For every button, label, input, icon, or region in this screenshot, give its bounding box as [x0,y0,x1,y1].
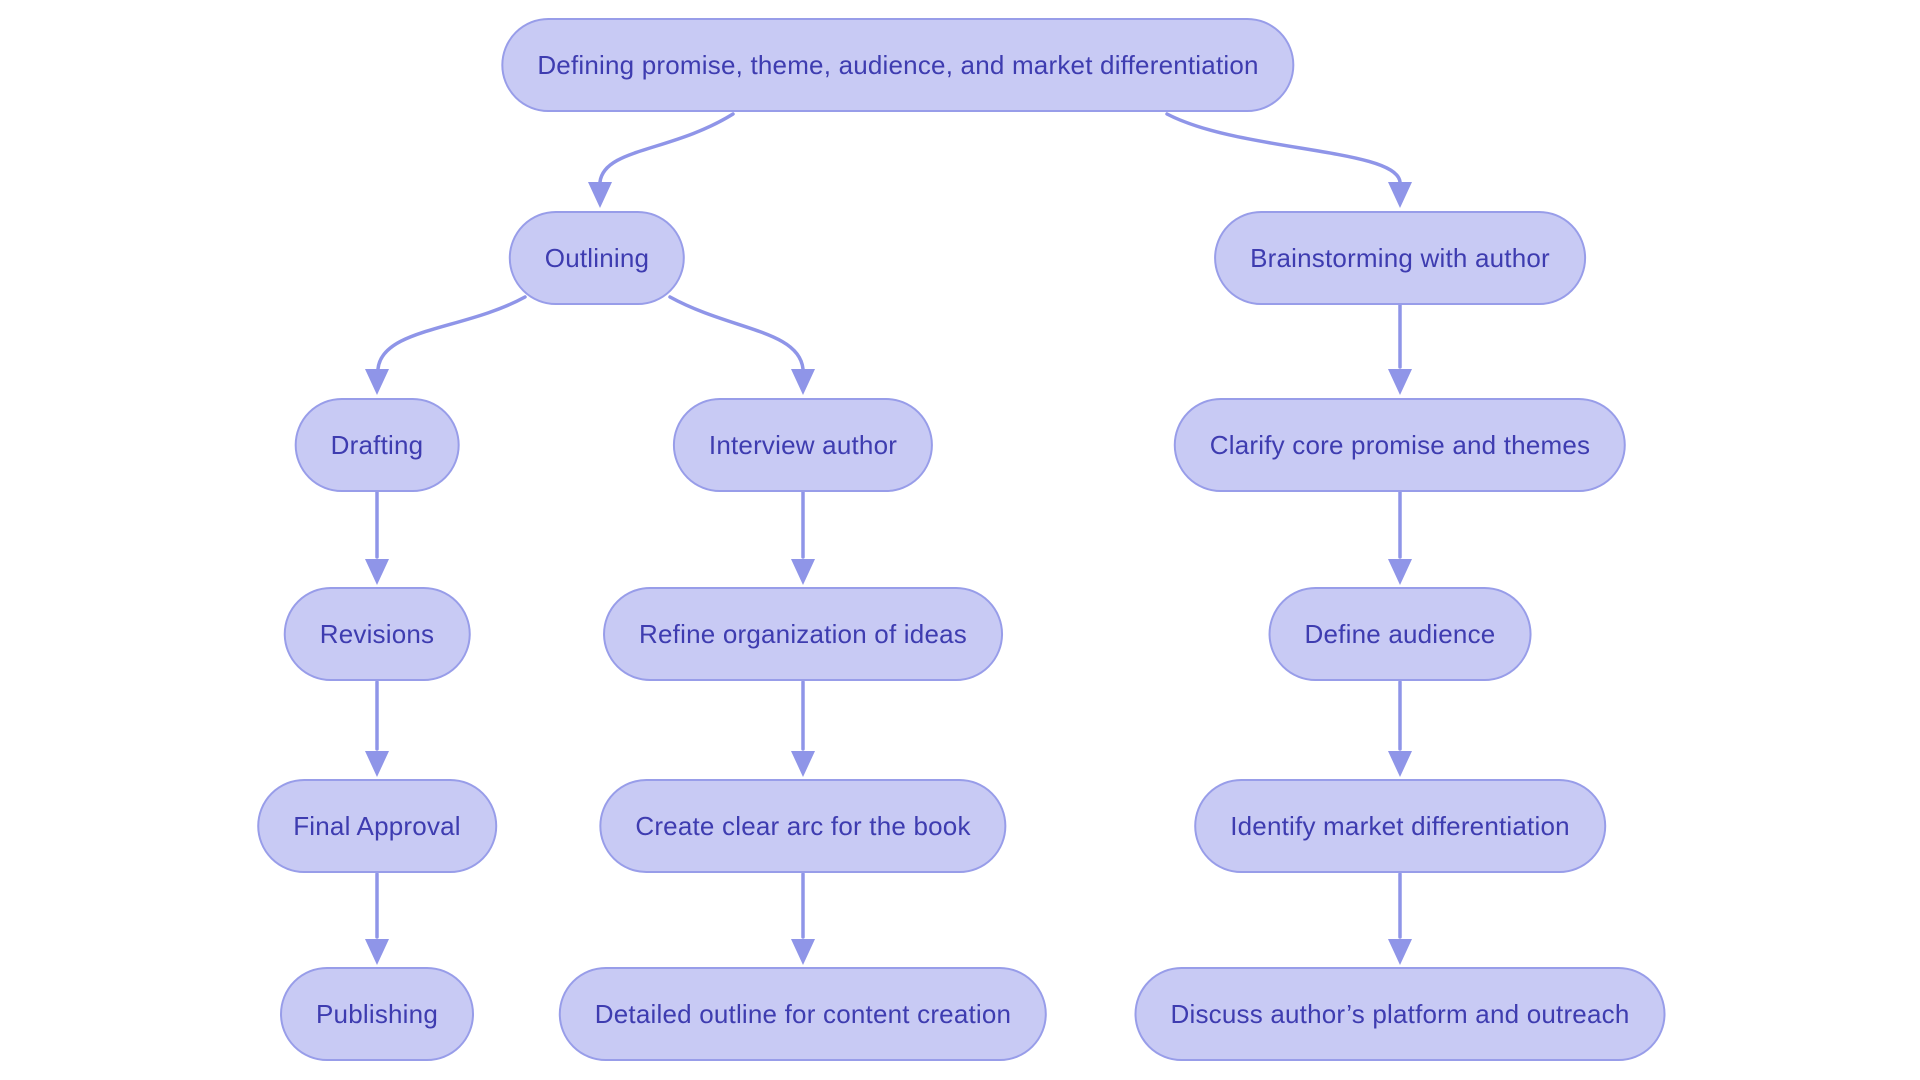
node-final-approval: Final Approval [257,779,497,873]
node-outlining: Outlining [508,211,686,305]
arrowhead-clarify-promise-to-define-audience [1388,559,1412,585]
node-interview-author-label: Interview author [708,429,898,460]
arrowhead-create-arc-to-detailed-outline [791,939,815,965]
edge-final-approval-to-publishing [365,872,389,965]
node-revisions-label: Revisions [319,618,435,649]
edge-clarify-promise-to-define-audience [1388,490,1412,585]
node-root: Defining promise, theme, audience, and m… [501,18,1295,112]
node-detailed-outline-label: Detailed outline for content creation [594,998,1012,1029]
arrowhead-brainstorming-to-clarify-promise [1388,369,1412,395]
node-drafting-label: Drafting [330,429,424,460]
node-refine-organization: Refine organization of ideas [603,587,1003,681]
arrowhead-root-to-brainstorming [1388,182,1412,208]
node-detailed-outline: Detailed outline for content creation [558,967,1048,1061]
arrowhead-outlining-to-drafting [365,369,389,395]
arrowhead-interview-author-to-refine-organization [791,559,815,585]
node-create-arc: Create clear arc for the book [599,779,1007,873]
node-outlining-label: Outlining [544,242,650,273]
edge-define-audience-to-identify-market [1388,680,1412,777]
node-clarify-promise: Clarify core promise and themes [1173,398,1627,492]
arrowhead-drafting-to-revisions [365,559,389,585]
node-brainstorming: Brainstorming with author [1214,211,1586,305]
node-identify-market-label: Identify market differentiation [1230,810,1570,841]
node-final-approval-label: Final Approval [293,810,461,841]
edge-revisions-to-final-approval [365,680,389,777]
node-publishing: Publishing [280,967,474,1061]
edge-root-to-outlining [588,112,735,208]
node-revisions: Revisions [283,587,471,681]
node-brainstorming-label: Brainstorming with author [1250,242,1550,273]
edge-create-arc-to-detailed-outline [791,872,815,965]
node-discuss-platform: Discuss author’s platform and outreach [1134,967,1666,1061]
edge-outlining-to-drafting [365,295,527,395]
arrowhead-root-to-outlining [588,182,612,208]
edge-outlining-to-interview-author [668,295,815,395]
node-publishing-label: Publishing [316,998,438,1029]
node-create-arc-label: Create clear arc for the book [635,810,971,841]
node-define-audience: Define audience [1268,587,1532,681]
node-refine-organization-label: Refine organization of ideas [639,618,967,649]
arrowhead-outlining-to-interview-author [791,369,815,395]
node-discuss-platform-label: Discuss author’s platform and outreach [1170,998,1630,1029]
edge-interview-author-to-refine-organization [791,490,815,585]
arrowhead-define-audience-to-identify-market [1388,751,1412,777]
arrowhead-final-approval-to-publishing [365,939,389,965]
edge-drafting-to-revisions [365,490,389,585]
node-clarify-promise-label: Clarify core promise and themes [1209,429,1591,460]
edge-refine-organization-to-create-arc [791,680,815,777]
node-define-audience-label: Define audience [1304,618,1496,649]
node-identify-market: Identify market differentiation [1194,779,1606,873]
node-interview-author: Interview author [672,398,934,492]
node-root-label: Defining promise, theme, audience, and m… [537,49,1259,80]
arrowhead-refine-organization-to-create-arc [791,751,815,777]
edge-root-to-brainstorming [1165,112,1412,208]
arrowhead-identify-market-to-discuss-platform [1388,939,1412,965]
edge-identify-market-to-discuss-platform [1388,872,1412,965]
arrowhead-revisions-to-final-approval [365,751,389,777]
node-drafting: Drafting [294,398,460,492]
edge-brainstorming-to-clarify-promise [1388,303,1412,395]
